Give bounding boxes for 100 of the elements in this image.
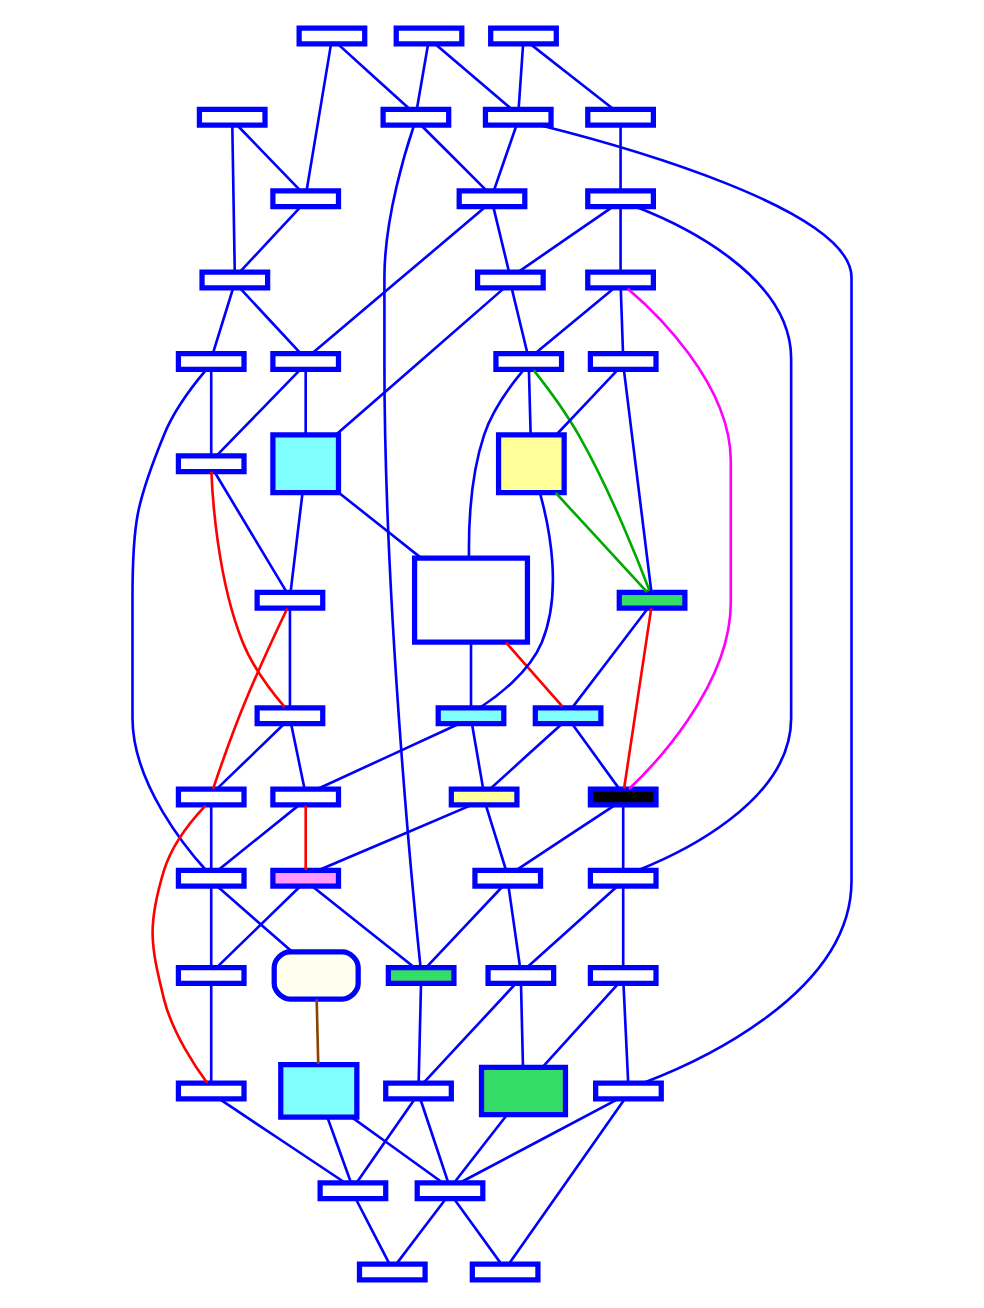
node-box <box>199 269 271 291</box>
connector <box>515 804 616 872</box>
node-box <box>488 25 559 47</box>
connector <box>541 983 619 1068</box>
connector <box>231 125 237 273</box>
connector <box>478 493 555 709</box>
node-box <box>456 188 528 210</box>
node-box <box>317 1180 389 1202</box>
connector <box>305 44 333 191</box>
connector <box>453 1114 508 1184</box>
connector <box>518 205 614 273</box>
connector <box>211 288 235 354</box>
connector <box>213 471 288 593</box>
connector <box>304 805 307 870</box>
connector <box>459 1098 619 1184</box>
node-box <box>278 1062 360 1120</box>
connector <box>517 44 525 110</box>
connector <box>422 983 517 1084</box>
node-box <box>175 867 247 889</box>
connector <box>426 886 503 968</box>
connector <box>239 287 302 354</box>
node-box <box>478 1064 569 1118</box>
connector <box>435 43 513 110</box>
connector <box>571 607 649 709</box>
connector <box>492 125 518 191</box>
connector <box>311 206 486 355</box>
connector <box>326 1116 353 1183</box>
connector <box>131 369 208 872</box>
connector <box>534 287 615 355</box>
node-box <box>587 964 659 986</box>
connector <box>508 1098 626 1265</box>
connector <box>619 126 622 191</box>
node-box <box>587 786 659 808</box>
node-box <box>270 867 342 889</box>
node-box <box>411 555 531 645</box>
node-box <box>296 25 368 47</box>
connector <box>453 1198 503 1265</box>
node-box <box>175 350 247 372</box>
connector <box>619 288 625 354</box>
connector <box>420 125 488 192</box>
connector <box>354 1198 391 1265</box>
connector <box>209 370 213 456</box>
node-box <box>472 867 544 889</box>
connector <box>338 491 422 559</box>
node-box <box>393 25 465 47</box>
connector <box>419 1099 450 1184</box>
node-box <box>356 1261 428 1283</box>
connector <box>289 724 306 789</box>
connector <box>289 492 304 593</box>
connector <box>351 1116 444 1184</box>
node-box <box>270 432 342 496</box>
node-box <box>175 786 247 808</box>
node-box <box>616 589 688 611</box>
node-box <box>175 453 247 475</box>
connector <box>635 205 793 872</box>
connector <box>216 886 301 968</box>
node-box <box>482 106 554 128</box>
connector <box>151 804 209 1084</box>
node-box <box>585 106 656 128</box>
connector <box>507 886 522 967</box>
connector <box>395 1198 447 1265</box>
node-box <box>485 964 557 986</box>
connector <box>622 983 630 1083</box>
connector <box>626 287 733 790</box>
node-box <box>175 1080 247 1102</box>
node-box <box>254 705 326 727</box>
node-box <box>532 705 604 727</box>
node-box <box>271 949 361 1002</box>
node-box <box>270 350 342 372</box>
connector <box>239 206 302 273</box>
connector <box>467 369 525 558</box>
connector <box>383 125 422 967</box>
connector <box>505 641 564 708</box>
node-box <box>383 1080 454 1102</box>
connector <box>215 369 301 457</box>
connector <box>526 886 618 968</box>
connector <box>621 887 625 967</box>
connector <box>218 1098 346 1184</box>
connector <box>539 124 853 1084</box>
connector <box>621 805 625 870</box>
connector <box>470 724 485 789</box>
node-box <box>474 269 546 291</box>
node-box <box>270 786 342 808</box>
connector <box>315 999 320 1065</box>
connector <box>288 608 292 708</box>
connector <box>211 607 289 790</box>
connector <box>571 723 621 790</box>
connector <box>209 984 213 1083</box>
connector <box>622 608 653 789</box>
connector <box>417 983 423 1083</box>
connector <box>217 886 293 953</box>
node-box <box>385 964 457 986</box>
connector <box>237 125 302 192</box>
node-box <box>587 350 659 372</box>
connector <box>554 492 649 594</box>
node-box <box>414 1180 486 1202</box>
node-box <box>270 188 342 210</box>
connector <box>337 43 411 110</box>
node-box <box>448 786 520 808</box>
connector <box>311 885 416 969</box>
